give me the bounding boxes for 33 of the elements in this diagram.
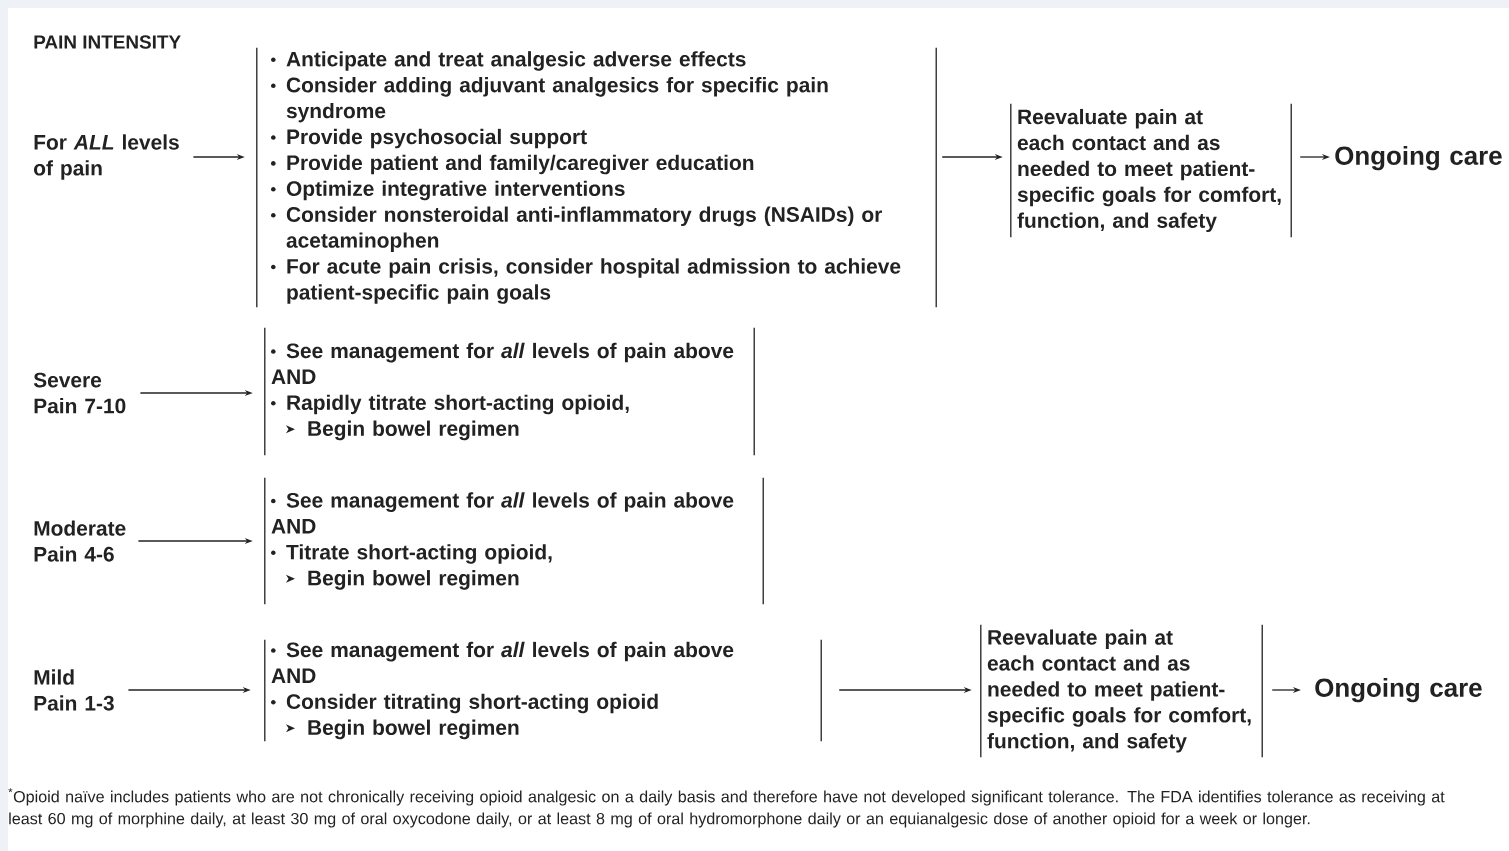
heading: PAIN INTENSITY [34, 35, 181, 49]
level-label: For ALL levels of pain [34, 134, 179, 180]
box-text: AND [271, 668, 316, 683]
bullet-item: Rapidly titrate short-acting opioid, [271, 394, 629, 415]
sub-bullet-item: Begin bowel regimen [286, 570, 519, 590]
level-label: Moderate Pain 4-6 [34, 520, 126, 562]
sub-bullet-item: Begin bowel regimen [286, 420, 519, 441]
bullet-item: Optimize integrative interventions [271, 180, 625, 201]
box-text: Reevaluate pain at each contact and as needed to meet patient-specific goals for comfort, function, and safety [987, 629, 1251, 753]
footnote: $^{*}$Opioid naïve includes patients who are not chronically receiving opioid analgesic on a daily basis and therefore have not developed significant tolerance. The FDA identifies tolerance as receiving at least 60 mg of morphine daily, at least 30 mg of oral oxycodone daily, or at least 8 mg of oral hydromorphone daily or an equianalgesic dose of another opioid for a week or longer. [8, 788, 1445, 828]
box-text: AND [271, 519, 316, 534]
bullet-item: Consider adding adjuvant analgesics for specific pain syndrome [271, 77, 828, 123]
bullet-item: See management for all levels of pain above [271, 492, 734, 512]
bullet-item: See management for all levels of pain above [271, 641, 734, 662]
bullet-item: Consider nonsteroidal anti-inflammatory drugs (NSAIDs) or acetaminophen [271, 206, 882, 252]
bracket-box [264, 327, 755, 456]
level-label: Mild Pain 1-3 [34, 669, 114, 711]
box-text: Reevaluate pain at each contact and as needed to meet patient-specific goals for comfort, function, and safety [1017, 108, 1281, 233]
bracket-box [264, 477, 764, 605]
bullet-item: Provide psychosocial support [271, 128, 587, 149]
outcome-label: Ongoing care [1315, 677, 1482, 703]
bullet-item: For acute pain crisis, consider hospital admission to achieve patient-specific pain goals [271, 258, 901, 304]
bullet-item: Provide patient and family/caregiver education [271, 154, 754, 175]
box-text: AND [271, 369, 316, 384]
bracket-box [264, 639, 822, 742]
bullet-item: Anticipate and treat analgesic adverse effects [271, 51, 746, 71]
bullet-item: See management for all levels of pain above [271, 342, 734, 363]
bracket-box [256, 47, 937, 308]
sub-bullet-item: Begin bowel regimen [286, 719, 519, 740]
outcome-label: Ongoing care [1335, 145, 1502, 171]
level-label: Severe Pain 7-10 [33, 372, 126, 414]
bullet-item: Titrate short-acting opioid, [271, 544, 552, 564]
bullet-item: Consider titrating short-acting opioid [271, 693, 658, 714]
